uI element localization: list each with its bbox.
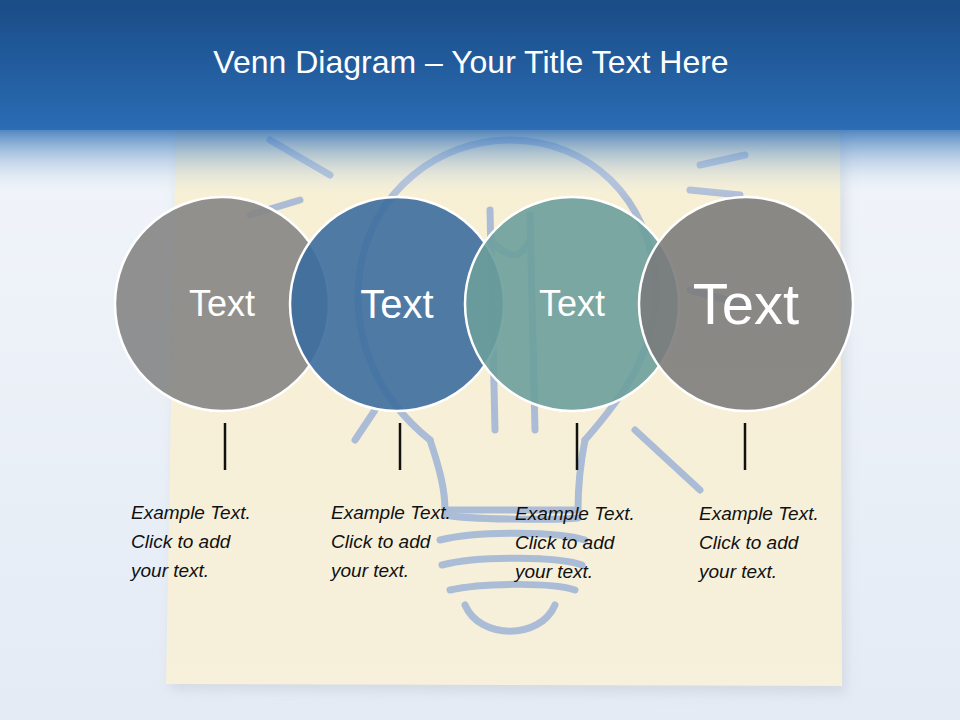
circle-label: Text xyxy=(189,284,255,324)
example-text: Example Text. Click to add your text. xyxy=(131,498,271,585)
leader-lines xyxy=(225,423,745,470)
leader-line xyxy=(399,423,402,470)
venn-circle: Text xyxy=(638,196,854,412)
header-fade xyxy=(0,128,960,200)
circle-label: Text xyxy=(693,272,799,336)
example-text: Example Text. Click to add your text. xyxy=(699,499,839,586)
circle-label: Text xyxy=(539,284,605,324)
leader-line xyxy=(744,423,747,470)
circle-outline xyxy=(639,197,853,411)
leader-line xyxy=(576,423,579,470)
header-bar xyxy=(0,0,960,130)
leader-line xyxy=(224,423,227,470)
example-text: Example Text. Click to add your text. xyxy=(331,498,471,585)
circle-label: Text xyxy=(360,282,433,326)
slide-title: Venn Diagram – Your Title Text Here xyxy=(0,44,942,81)
example-text: Example Text. Click to add your text. xyxy=(515,499,655,586)
lightbulb-sketch xyxy=(250,140,745,631)
